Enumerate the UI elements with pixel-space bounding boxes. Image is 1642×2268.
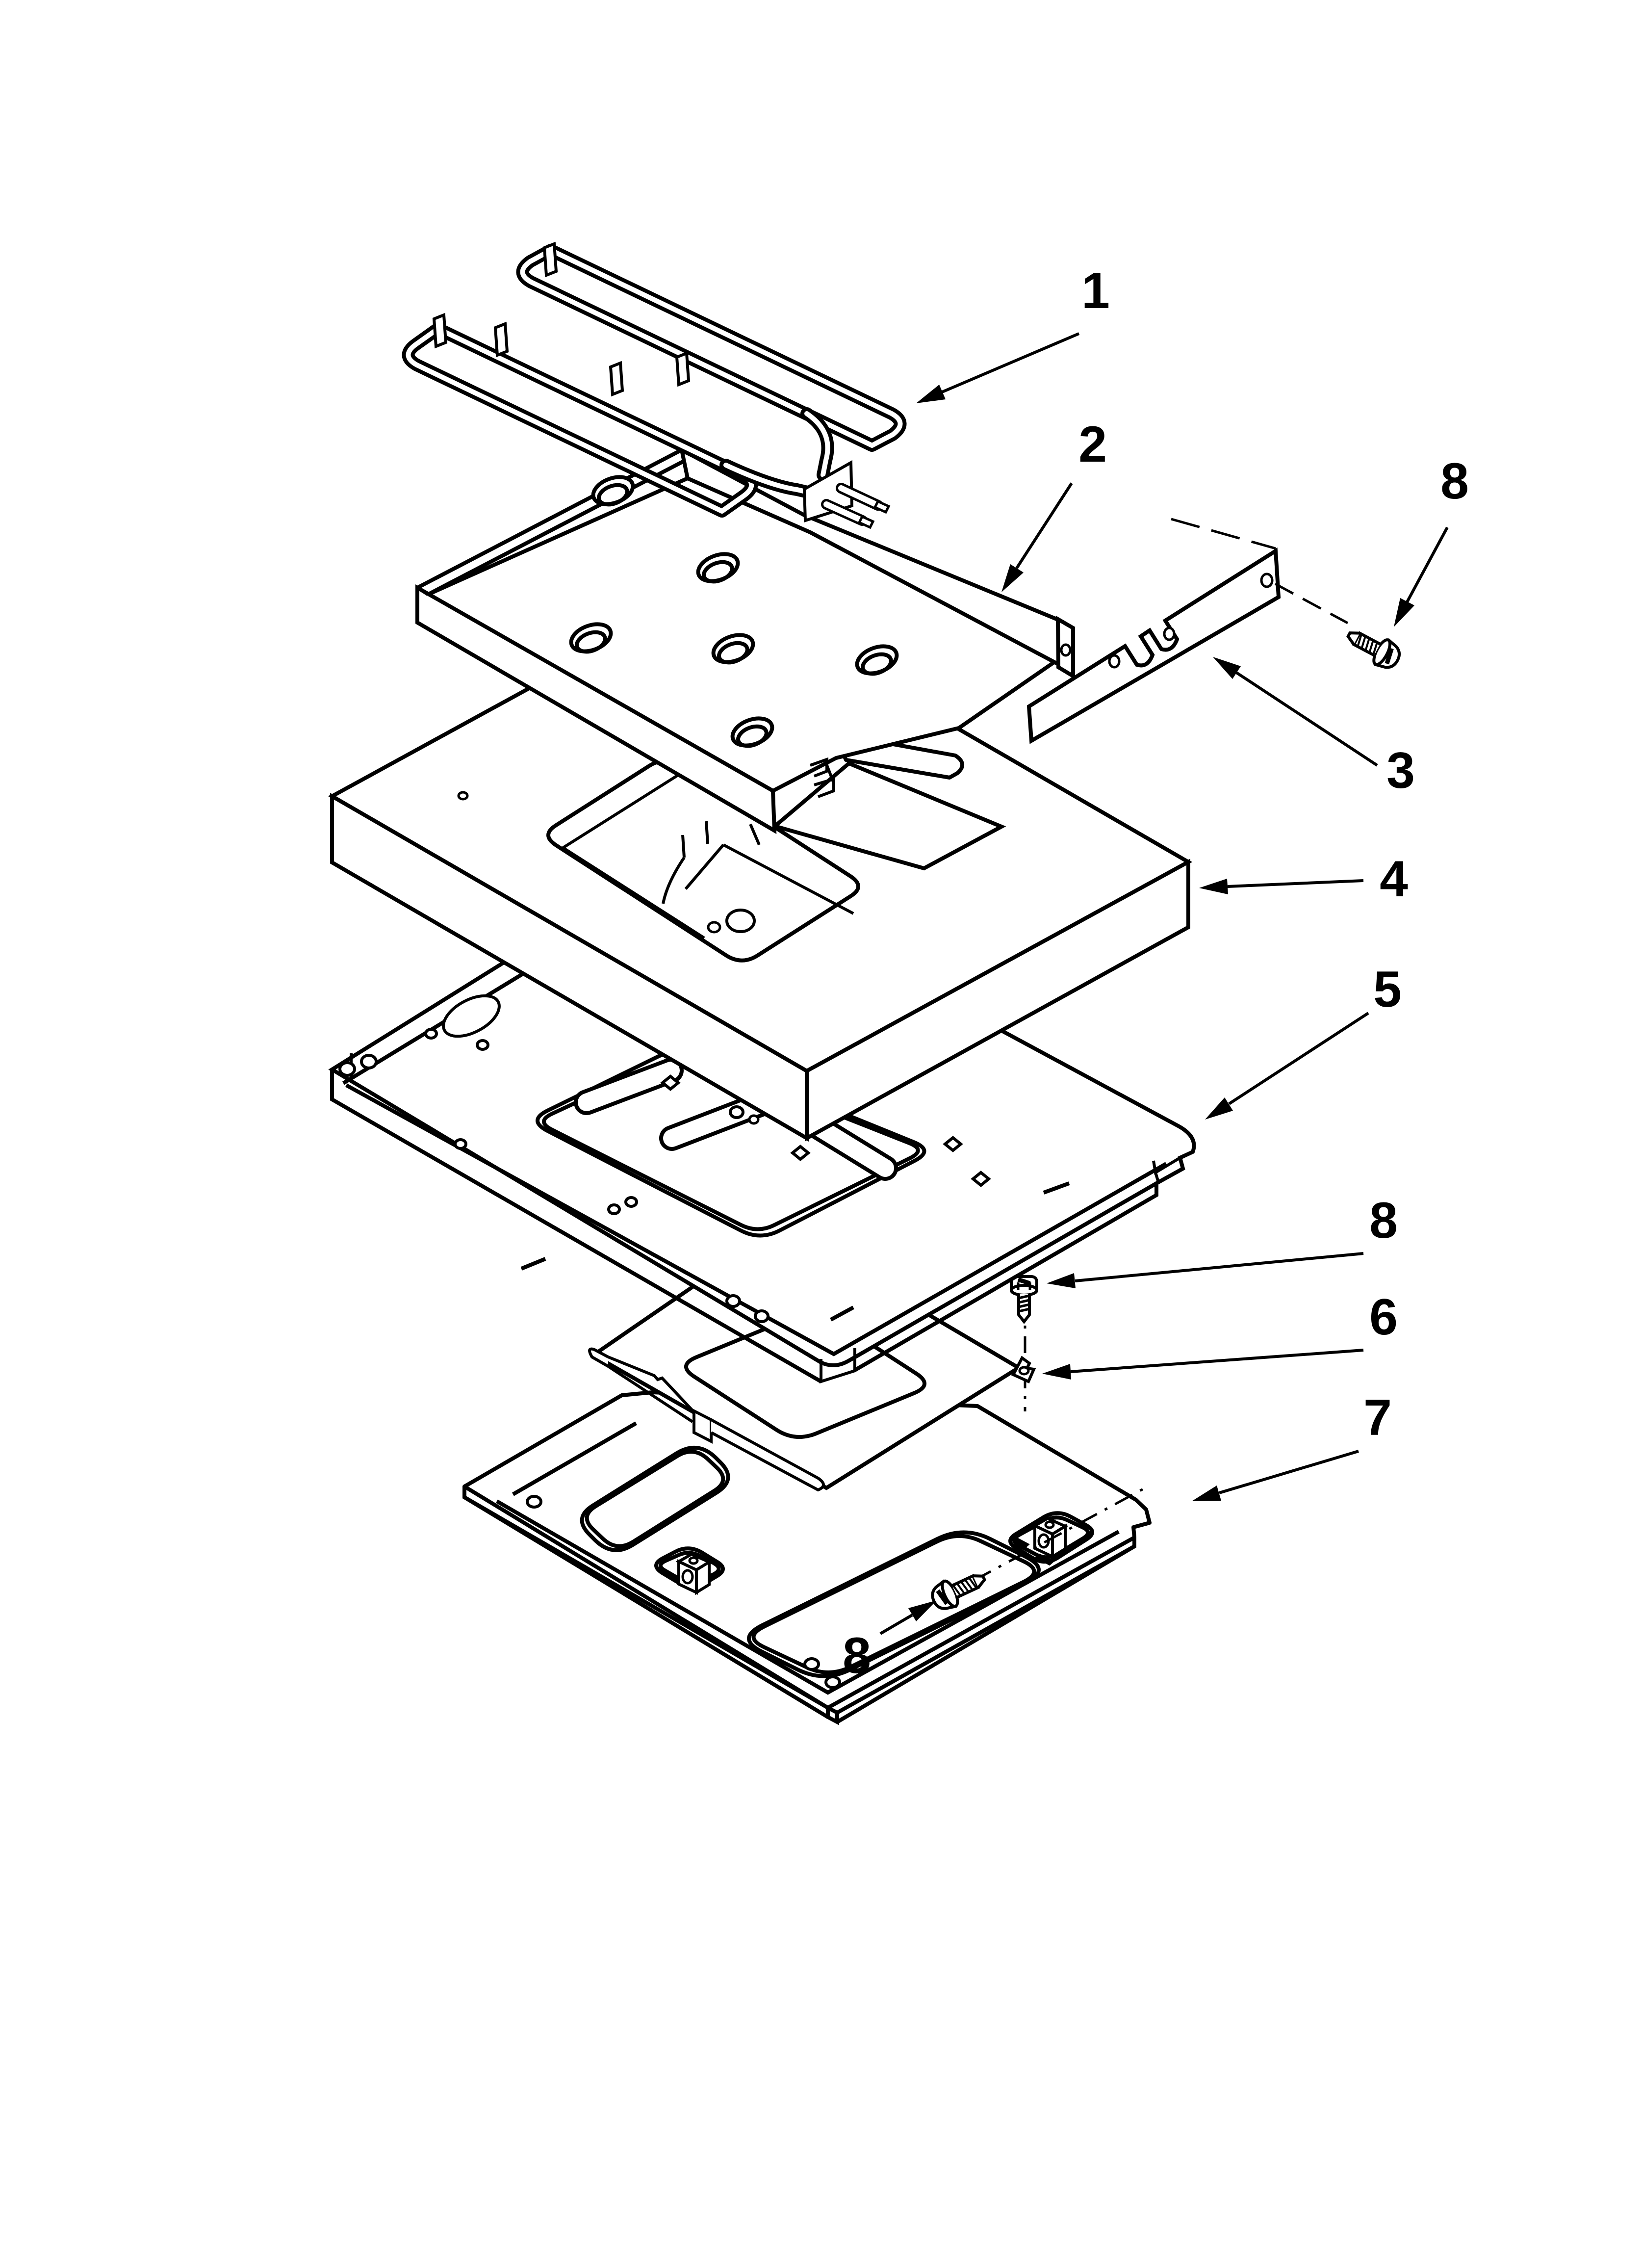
svg-text:5: 5 [1373, 961, 1402, 1018]
svg-text:8: 8 [843, 1627, 871, 1684]
svg-text:7: 7 [1363, 1389, 1392, 1446]
svg-text:1: 1 [1081, 262, 1110, 319]
svg-text:8: 8 [1440, 453, 1469, 510]
svg-text:8: 8 [1369, 1192, 1398, 1249]
svg-text:2: 2 [1078, 416, 1107, 473]
svg-text:6: 6 [1369, 1289, 1398, 1346]
svg-text:4: 4 [1380, 851, 1408, 908]
svg-text:3: 3 [1386, 742, 1415, 799]
